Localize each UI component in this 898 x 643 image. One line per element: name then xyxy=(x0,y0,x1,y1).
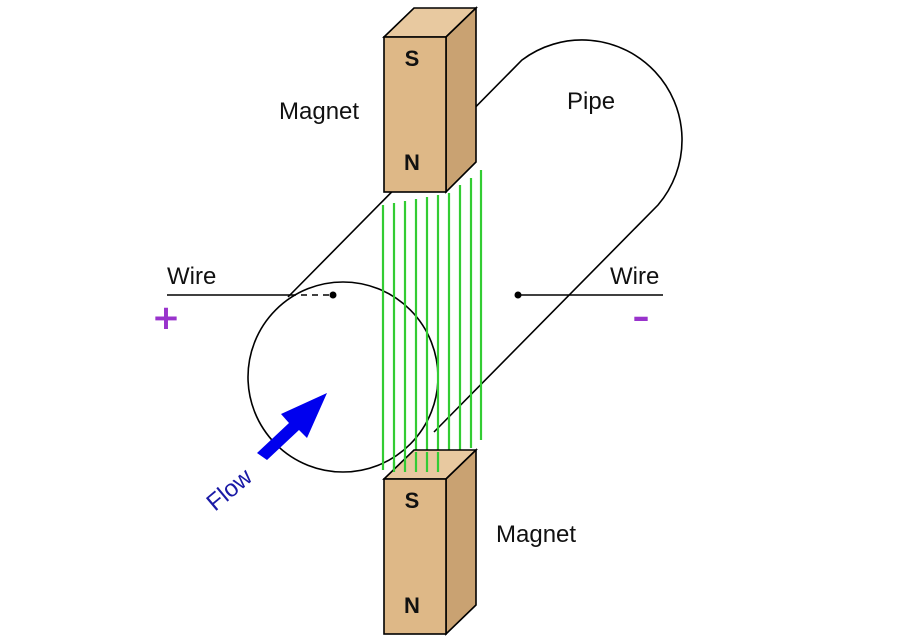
wire-right-label: Wire xyxy=(610,263,659,290)
magnet-bottom-side xyxy=(445,448,477,636)
pipe-label: Pipe xyxy=(567,88,615,115)
magnet-bottom-label: Magnet xyxy=(496,521,576,548)
magnet-bottom-front xyxy=(383,478,447,635)
magnet-top: S N xyxy=(382,6,478,194)
flow-arrow-icon xyxy=(257,393,327,460)
magnet-top-side xyxy=(445,6,477,194)
pipe-body-outline xyxy=(287,39,683,433)
wire-left-label: Wire xyxy=(167,263,216,290)
positive-terminal: + xyxy=(152,298,181,338)
flow-label: Flow xyxy=(202,463,259,517)
pole-label-s: S xyxy=(405,488,420,513)
wire-left: Wire + xyxy=(152,263,337,338)
pole-label-s: S xyxy=(405,46,420,71)
wire-right: Wire – xyxy=(514,263,663,337)
electrode-right xyxy=(514,291,522,299)
electrode-left xyxy=(329,291,337,299)
field-lines-bottom-overlap xyxy=(392,452,440,472)
magnetic-field-lines xyxy=(381,170,483,470)
magnet-top-label: Magnet xyxy=(279,98,359,125)
pole-label-n: N xyxy=(404,150,420,175)
magnet-bottom: S N xyxy=(382,448,478,636)
magnet-top-front xyxy=(383,36,447,193)
negative-terminal: – xyxy=(633,297,650,337)
pole-label-n: N xyxy=(404,593,420,618)
